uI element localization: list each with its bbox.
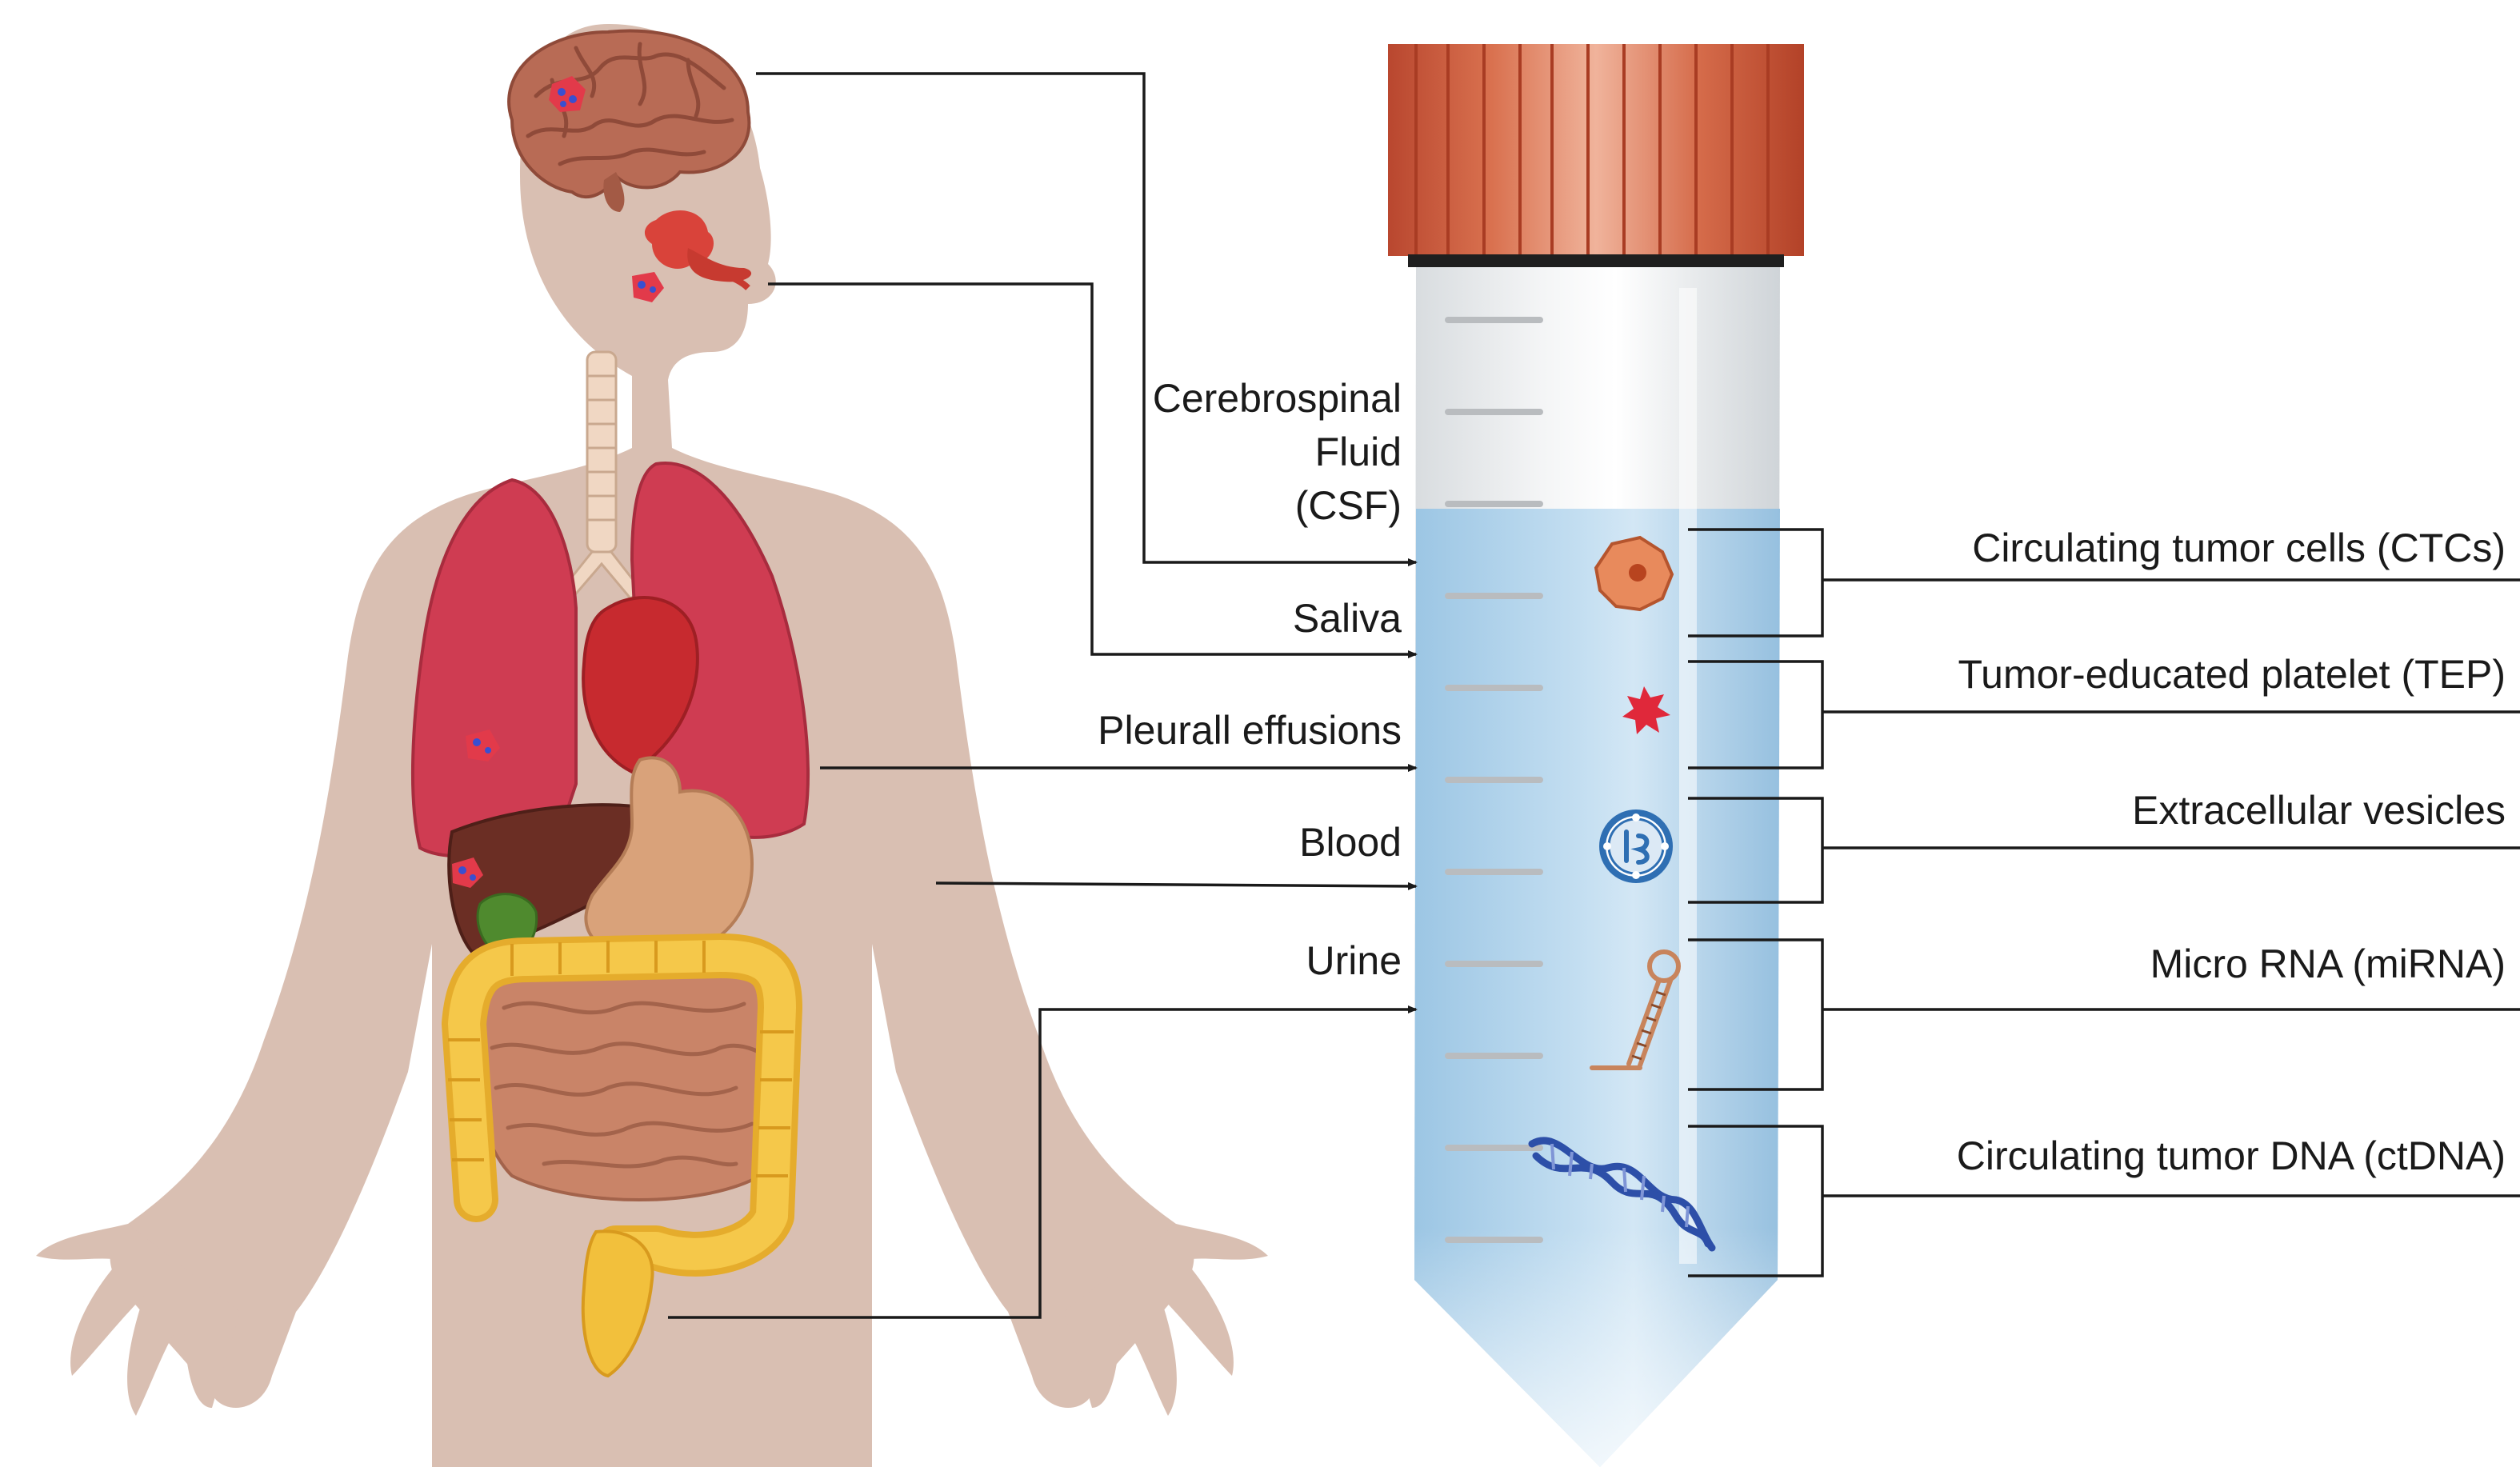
collection-tube xyxy=(1388,44,1804,1467)
tumor-marker-liver xyxy=(452,857,483,888)
colon-haustra xyxy=(448,941,794,1177)
bracket-ctc xyxy=(1688,528,2520,638)
right-lung xyxy=(630,462,810,839)
trachea xyxy=(558,350,645,600)
connector-saliva xyxy=(768,282,1418,658)
label-csf-line2: Fluid xyxy=(1315,430,1402,474)
vesicle-icon xyxy=(1599,809,1673,883)
ctc-cell-icon xyxy=(1594,535,1674,612)
connector-lines xyxy=(668,72,2520,1319)
bracket-ev xyxy=(1688,797,2520,904)
left-lung xyxy=(410,478,578,858)
mirna-hairpin-icon xyxy=(1590,949,1681,1070)
right-hand xyxy=(1064,1224,1268,1416)
label-mirna: Micro RNA (miRNA) xyxy=(2150,941,2506,986)
label-csf-line3: (CSF) xyxy=(1295,483,1402,528)
tumor-marker-lung xyxy=(466,730,500,761)
tumor-marker-saliva xyxy=(632,272,664,302)
bracket-ctdna xyxy=(1688,1125,2520,1277)
source-labels: Cerebrospinal Fluid (CSF) Saliva Pleural… xyxy=(1098,376,1402,983)
label-pleural: Pleurall effusions xyxy=(1098,708,1402,753)
small-intestine xyxy=(470,964,790,1201)
brain-organ xyxy=(507,29,751,212)
dna-helix-icon xyxy=(1528,1137,1716,1252)
label-ctdna: Circulating tumor DNA (ctDNA) xyxy=(1957,1133,2506,1178)
platelet-icon xyxy=(1622,686,1670,734)
analyte-labels: Circulating tumor cells (CTCs) Tumor-edu… xyxy=(1957,526,2506,1178)
connector-brain-to-csf xyxy=(756,72,1418,566)
bracket-mirna xyxy=(1688,938,2520,1091)
tumor-marker-brain xyxy=(549,76,586,112)
tube-cap xyxy=(1388,44,1804,256)
label-ctc: Circulating tumor cells (CTCs) xyxy=(1972,526,2506,570)
rectum xyxy=(581,1229,654,1378)
human-body-illustration xyxy=(36,24,1268,1467)
label-tep: Tumor-educated platelet (TEP) xyxy=(1958,652,2506,697)
connector-blood xyxy=(935,881,1418,890)
tube-cap-ridges xyxy=(1414,44,1770,256)
bracket-tep xyxy=(1688,660,2520,769)
large-intestine-fill xyxy=(448,940,796,1270)
label-blood: Blood xyxy=(1299,820,1402,865)
tube-graduations xyxy=(1445,317,1543,1243)
label-urine: Urine xyxy=(1306,938,1402,983)
label-csf-line1: Cerebrospinal xyxy=(1153,376,1402,421)
left-hand xyxy=(36,1224,240,1416)
connector-urine xyxy=(668,1005,1418,1319)
label-saliva: Saliva xyxy=(1293,596,1402,641)
salivary-gland xyxy=(632,210,752,302)
label-ev: Extracellular vesicles xyxy=(2132,788,2506,833)
